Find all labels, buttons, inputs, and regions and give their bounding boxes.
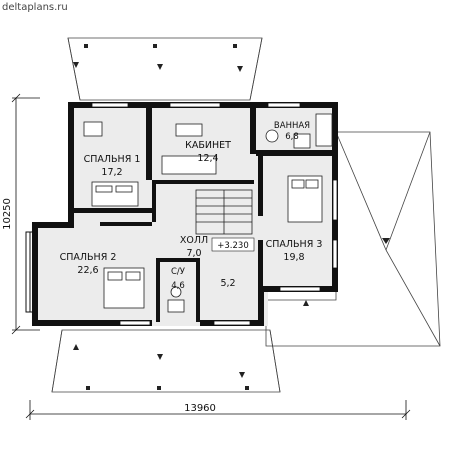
furniture [83,113,333,313]
toilet-wc [170,286,182,298]
room-name-bedroom2: СПАЛЬНЯ 2 [60,252,117,263]
room-area-wc: 4,6 [171,281,185,291]
sink-wc [167,299,185,313]
toilet-bathroom [265,129,279,143]
level-mark-box [211,237,255,252]
room-area-bedroom2: 22,6 [77,265,98,276]
room-name-bedroom1: СПАЛЬНЯ 1 [84,154,141,165]
roof-markers [73,44,390,390]
room-name-hall: ХОЛЛ [180,235,208,246]
staircase [195,189,253,235]
width-dimension-label: 13960 [184,403,216,414]
room-area-bedroom1: 17,2 [101,167,122,178]
room-name-office: КАБИНЕТ [185,140,231,151]
desk-bedroom1 [83,121,103,137]
height-dimension-label: 10250 [2,198,13,230]
bay-window [25,231,37,313]
room-area-closet: 5,2 [220,278,235,289]
shower [293,133,311,149]
sofa-office [161,155,217,175]
room-name-bedroom3: СПАЛЬНЯ 3 [266,239,323,250]
site-watermark: deltaplans.ru [2,2,68,13]
room-area-bedroom3: 19,8 [283,252,304,263]
windows [91,102,338,326]
desk-office [175,123,203,137]
roof-outline [51,37,441,393]
height-dimension [11,93,40,335]
room-name-wc: С/У [171,267,186,277]
room-area-office: 12,4 [197,153,218,164]
room-name-bathroom: ВАННАЯ [274,121,310,131]
interior-walls [70,104,332,322]
room-area-hall: 7,0 [186,248,201,259]
bathtub [315,113,333,147]
room-area-bathroom: 6,8 [285,132,299,142]
level-mark: +3.230 [217,241,248,251]
width-dimension [25,400,411,420]
